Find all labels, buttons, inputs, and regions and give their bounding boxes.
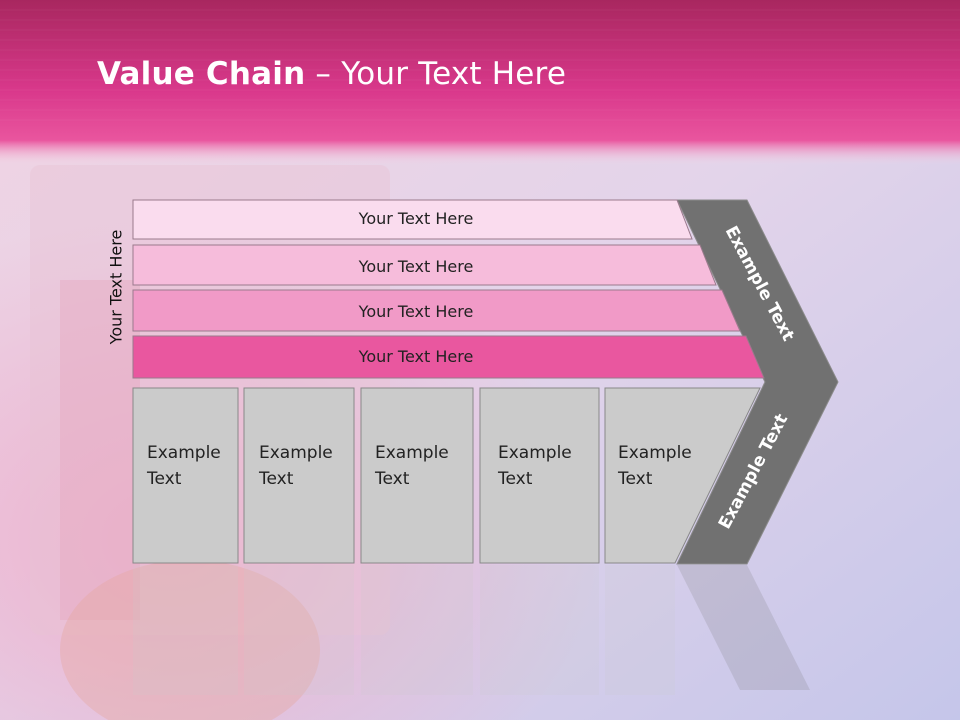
box-text-5: Example Text [618, 440, 692, 492]
example-box-2 [243, 387, 355, 564]
bar-label: Your Text Here [358, 209, 474, 228]
box-line: Example [618, 443, 692, 463]
box-line: Example [498, 443, 572, 463]
box-line: Text [498, 469, 533, 489]
chevron-arrow [676, 199, 839, 565]
box-text-1: Example Text [147, 440, 221, 492]
bar-2 [132, 244, 717, 286]
bar-3 [132, 289, 741, 332]
bar-label: Your Text Here [358, 302, 474, 321]
example-box-4 [479, 387, 600, 564]
bar-4 [132, 335, 765, 379]
example-box-5 [604, 387, 761, 564]
reflection [133, 565, 810, 695]
title-rest: Your Text Here [341, 56, 567, 92]
box-line: Example [375, 443, 449, 463]
box-line: Text [259, 469, 294, 489]
box-text-2: Example Text [259, 440, 333, 492]
example-box-1 [132, 387, 239, 564]
bar-1 [132, 199, 693, 240]
box-line: Text [375, 469, 410, 489]
box-line: Example [147, 443, 221, 463]
box-text-4: Example Text [498, 440, 572, 492]
bar-label: Your Text Here [358, 347, 474, 366]
title-separator: – [305, 56, 342, 92]
box-line: Text [147, 469, 182, 489]
box-text-3: Example Text [375, 440, 449, 492]
title-bold: Value Chain [97, 56, 306, 92]
bar-label: Your Text Here [358, 257, 474, 276]
example-box-3 [360, 387, 474, 564]
box-line: Text [618, 469, 653, 489]
box-line: Example [259, 443, 333, 463]
slide-title: Value Chain – Your Text Here [97, 56, 566, 92]
